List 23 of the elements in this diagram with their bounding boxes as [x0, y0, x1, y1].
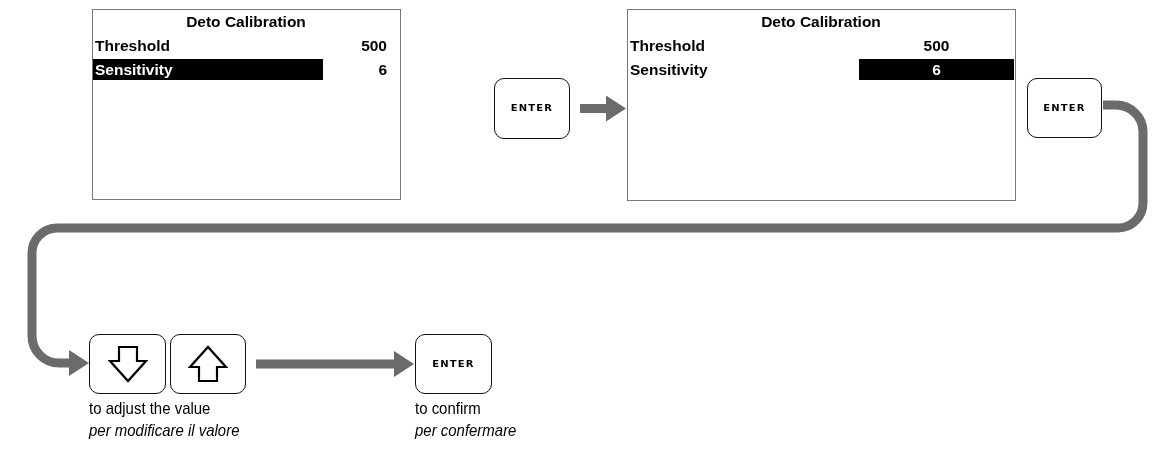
menu-title: Deto Calibration: [760, 12, 882, 32]
display-screen: [92, 9, 401, 200]
menu-label: Threshold: [94, 36, 171, 56]
menu-value: 6: [377, 60, 387, 80]
menu-label: Sensitivity: [629, 60, 709, 80]
keypad-key: ENTER: [494, 78, 570, 139]
menu-label: Sensitivity: [93, 59, 323, 80]
menu-title: Deto Calibration: [185, 12, 307, 32]
menu-value: 6: [859, 59, 1014, 80]
keypad-key: ENTER: [415, 334, 492, 394]
flow-arrow: [580, 95, 626, 122]
display-screen: [627, 9, 1016, 201]
menu-value: 500: [360, 36, 387, 56]
keypad-key: [89, 334, 166, 394]
caption-text: to confirm: [415, 398, 482, 420]
keypad-key: [170, 334, 246, 394]
translation-text: per modificare il valore: [89, 420, 240, 442]
keypad-key: ENTER: [1027, 78, 1102, 138]
menu-label: Threshold: [629, 36, 706, 56]
translation-text: per confermare: [415, 420, 517, 442]
menu-value: 500: [922, 36, 951, 56]
caption-text: to adjust the value: [89, 398, 212, 420]
flow-arrow: [256, 351, 414, 377]
